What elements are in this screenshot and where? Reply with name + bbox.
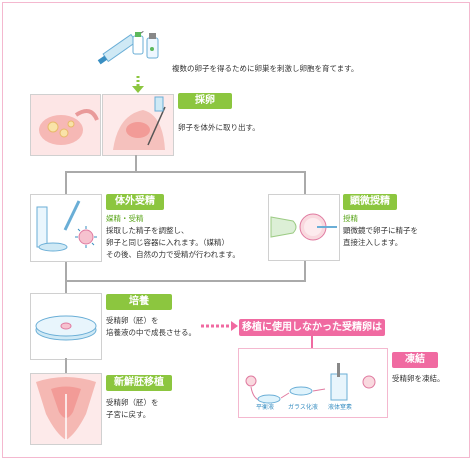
icsi-line1: 顕微鏡で卵子に精子を [343, 226, 418, 235]
dotted-arrow-down [132, 76, 144, 93]
egg-retrieval-illustration [102, 94, 174, 156]
freeze-step-liquid-nitrogen: 液体窒素 [328, 404, 353, 411]
transfer-line1: 受精卵（胚）を [106, 398, 159, 407]
culture-line2: 培養液の中で成長させる。 [106, 328, 196, 337]
uterus-transfer-illustration [30, 373, 102, 445]
connector-line [135, 155, 137, 172]
culture-dish-illustration [30, 293, 102, 360]
icsi-microinjection-illustration [268, 194, 340, 261]
culture-label: 培養 [106, 294, 172, 310]
retrieval-label: 採卵 [178, 93, 232, 109]
freeze-description: 受精卵を凍結。 [392, 374, 445, 383]
icsi-subtitle: 授精 [343, 214, 358, 223]
freeze-process-panel [238, 348, 388, 418]
retrieval-description: 卵子を体外に取り出す。 [178, 123, 260, 132]
connector-line [65, 171, 67, 195]
dotted-arrow-right [201, 321, 238, 331]
connector-line [65, 280, 306, 282]
ivf-dish-illustration [30, 194, 102, 262]
freeze-step-equilibration: 平衡液 [256, 404, 275, 411]
ivf-label: 体外受精 [106, 194, 164, 210]
ovarian-stimulation-drug-illustration [97, 30, 159, 65]
stimulation-description: 複数の卵子を得るために卵巣を刺激し卵胞を育てます。 [172, 64, 359, 73]
icsi-label: 顕微授精 [343, 194, 397, 210]
diagram-frame [2, 2, 470, 458]
ovary-illustration [30, 94, 101, 156]
freeze-step-vitrification: ガラス化液 [288, 404, 318, 411]
connector-line [65, 260, 67, 293]
culture-line1: 受精卵（胚）を [106, 316, 159, 325]
transfer-label: 新鮮胚移植 [106, 375, 172, 391]
connector-line [304, 171, 306, 195]
connector-line [65, 358, 67, 374]
ivf-line2: 卵子と同じ容器に入れます。（媒精） [106, 238, 229, 247]
unused-embryos-label: 移植に使用しなかった受精卵は [239, 319, 385, 336]
connector-line [65, 171, 305, 173]
ivf-subtitle: 媒精・受精 [106, 214, 144, 223]
connector-line [304, 259, 306, 281]
ivf-line1: 採取した精子を調整し、 [106, 226, 189, 235]
transfer-line2: 子宮に戻す。 [106, 410, 151, 419]
connector-line [311, 336, 313, 348]
icsi-line2: 直接注入します。 [343, 238, 403, 247]
ivf-line3: その後、自然の力で受精が行われます。 [106, 250, 240, 259]
freeze-label: 凍結 [392, 352, 438, 368]
